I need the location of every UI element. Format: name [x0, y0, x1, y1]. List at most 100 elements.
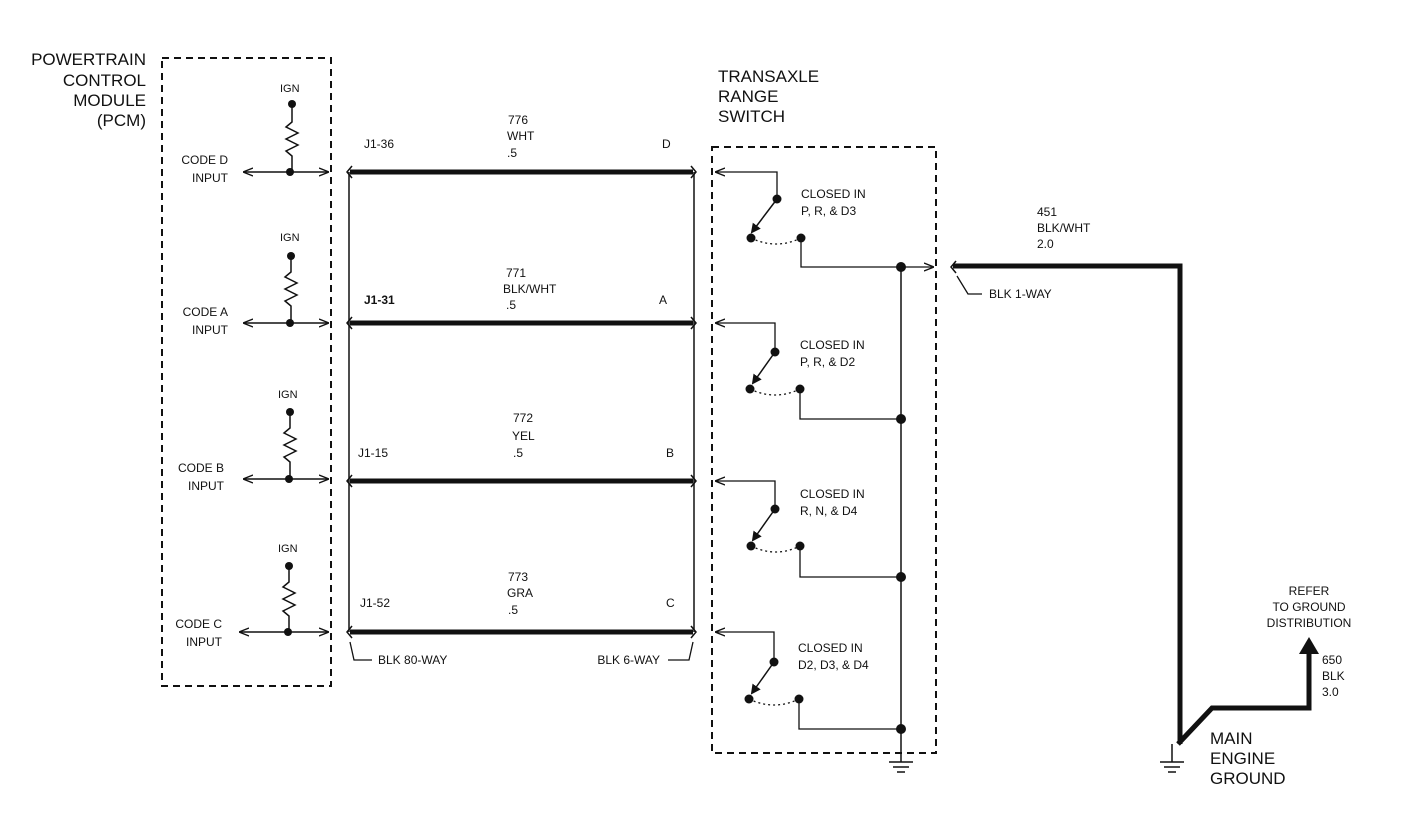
contact-return [799, 546, 901, 578]
contact-arc [750, 545, 801, 553]
circuit-number: 771 [506, 266, 526, 280]
wire-gauge: .5 [513, 446, 523, 460]
bus-junction [896, 572, 906, 582]
wire-773: J1-52 773 GRA .5 C [346, 570, 697, 639]
pin-label: J1-52 [360, 596, 390, 610]
input-label: INPUT [186, 635, 223, 649]
cavity-label: C [666, 596, 675, 610]
contact-lead [716, 323, 776, 352]
main-ground-label-line: MAIN [1210, 729, 1253, 748]
wire-color: YEL [512, 429, 535, 443]
closed-in-label: CLOSED IN [800, 487, 865, 501]
ign-label: IGN [280, 83, 300, 95]
main-ground-label-line: ENGINE [1210, 749, 1275, 768]
input-label: INPUT [192, 323, 229, 337]
code-c-label: CODE C [175, 617, 222, 631]
contact-arc [750, 237, 802, 245]
code-d-label: CODE D [181, 153, 228, 167]
pin-chevron [346, 625, 353, 639]
wire-771: J1-31 771 BLK/WHT .5 A [346, 266, 697, 330]
input-label: INPUT [188, 479, 225, 493]
pcm-boundary [161, 57, 332, 687]
switch-title-line: SWITCH [718, 107, 785, 126]
cavity-label: D [662, 137, 671, 151]
ign-label: IGN [280, 232, 300, 244]
closed-in-label: CLOSED IN [798, 641, 863, 655]
pin-chevron [950, 260, 957, 274]
switch-boundary [711, 146, 937, 754]
contact-arc [748, 698, 800, 706]
closed-in-positions: D2, D3, & D4 [798, 658, 869, 672]
switch-contact-2: CLOSED IN P, R, & D2 [716, 323, 906, 424]
main-ground-symbol [1160, 744, 1184, 773]
pin-label: J1-15 [358, 446, 388, 460]
pcm-title-line: MODULE [73, 91, 146, 110]
pin-chevron [690, 625, 697, 639]
wire-gauge: 3.0 [1322, 685, 1339, 699]
code-a-label: CODE A [183, 305, 228, 319]
switch-blade [751, 351, 776, 385]
pull-up-resistor [283, 256, 299, 322]
contact-lead [716, 632, 775, 662]
wire-776: J1-36 776 WHT .5 D [346, 113, 697, 179]
closed-in-label: CLOSED IN [800, 338, 865, 352]
switch-contact-3: CLOSED IN R, N, & D4 [716, 481, 906, 582]
wire-gauge: .5 [506, 298, 516, 312]
switch-blade [751, 508, 776, 542]
input-label: INPUT [192, 171, 229, 185]
wire-gauge: .5 [507, 146, 517, 160]
wire-color: BLK/WHT [503, 282, 557, 296]
wire-451 [953, 263, 1183, 744]
switch-blade [750, 198, 778, 234]
cavity-label: A [659, 293, 667, 307]
cavity-label: B [666, 446, 674, 460]
contact-return [798, 699, 901, 730]
connector-6-way-bracket [668, 641, 694, 661]
pin-chevron [690, 165, 697, 179]
pcm-title-line: POWERTRAIN [31, 50, 146, 69]
pin-chevron [346, 316, 353, 330]
wire-gauge: 2.0 [1037, 237, 1054, 251]
switch-ground-symbol [889, 752, 913, 773]
code-b-label: CODE B [178, 461, 224, 475]
connector-1-way-label: BLK 1-WAY [989, 287, 1052, 301]
refer-arrow-head [1299, 637, 1319, 654]
circuit-number: 776 [508, 113, 528, 127]
pull-up-resistor [282, 412, 298, 478]
closed-in-label: CLOSED IN [801, 187, 866, 201]
pin-chevron [690, 316, 697, 330]
contact-return [800, 238, 901, 268]
harness: J1-36 776 WHT .5 D J1-31 771 BLK/WHT .5 … [346, 113, 697, 667]
pin-label: J1-31 [364, 293, 395, 307]
pcm-title-line: CONTROL [63, 71, 146, 90]
contact-arc [749, 388, 801, 396]
circuit-number: 772 [513, 411, 533, 425]
wire-650 [1176, 650, 1312, 746]
pcm-block: POWERTRAIN CONTROL MODULE (PCM) IGN CODE… [31, 50, 332, 687]
closed-in-positions: P, R, & D3 [801, 204, 856, 218]
closed-in-positions: R, N, & D4 [800, 504, 858, 518]
pcm-input-code-d: IGN CODE D INPUT [181, 83, 328, 185]
connector-6-way-label: BLK 6-WAY [597, 653, 660, 667]
pin-chevron [346, 165, 353, 179]
closed-in-positions: P, R, & D2 [800, 355, 855, 369]
refer-label-line: DISTRIBUTION [1267, 616, 1352, 630]
refer-label-line: TO GROUND [1272, 600, 1345, 614]
pcm-input-code-a: IGN CODE A INPUT [183, 232, 328, 337]
ign-label: IGN [278, 389, 298, 401]
wire-color: BLK/WHT [1037, 221, 1091, 235]
ign-label: IGN [278, 543, 298, 555]
circuit-number: 650 [1322, 653, 1342, 667]
wire-gauge: .5 [508, 603, 518, 617]
bus-junction [896, 724, 906, 734]
pcm-input-code-b: IGN CODE B INPUT [178, 389, 328, 493]
refer-label-line: REFER [1289, 584, 1330, 598]
pcm-input-code-c: IGN CODE C INPUT [175, 543, 328, 649]
wire-color: WHT [507, 129, 535, 143]
pin-chevron [690, 474, 697, 488]
switch-blade [750, 661, 775, 695]
pin-chevron [346, 474, 353, 488]
ground-circuit: 451 BLK/WHT 2.0 BLK 1-WAY REFER TO GROUN… [901, 205, 1351, 788]
range-switch-block: TRANSAXLE RANGE SWITCH CLOSED IN P, R, &… [711, 67, 937, 773]
